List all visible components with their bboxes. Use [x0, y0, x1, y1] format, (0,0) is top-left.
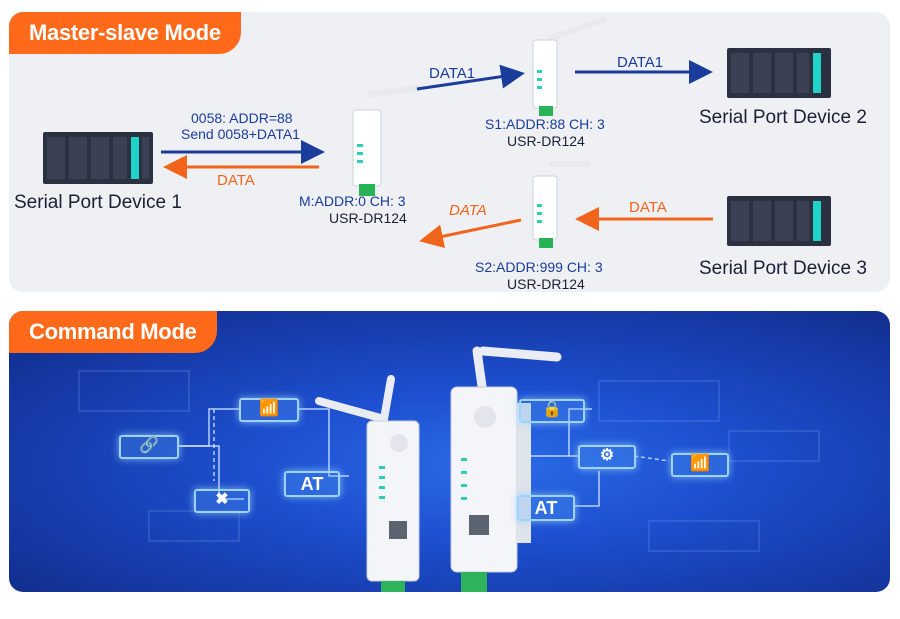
command-mode-graphics	[78, 346, 820, 592]
right-module	[450, 346, 562, 592]
s2-address-label: S2:ADDR:999 CH: 3	[475, 259, 603, 275]
data-s2-label: DATA	[449, 202, 487, 219]
s1-address-label: S1:ADDR:88 CH: 3	[485, 116, 605, 132]
s2-module	[532, 161, 590, 248]
data-device3-label: DATA	[629, 199, 667, 216]
at-box-right: AT	[517, 495, 575, 521]
s2-model-label: USR-DR124	[507, 276, 585, 292]
device2-label: Serial Port Device 2	[699, 107, 867, 128]
data-return-label: DATA	[217, 172, 255, 189]
data1-up-label: DATA1	[429, 65, 476, 82]
master-slave-panel: Master-slave Mode	[9, 12, 890, 292]
command-mode-title: Command Mode	[9, 311, 217, 353]
lock-icon: 🔒	[542, 401, 562, 418]
master-module	[352, 84, 423, 196]
command-mode-panel: Command Mode	[9, 311, 890, 592]
tools-icon: ✖	[215, 491, 229, 508]
master-slave-title: Master-slave Mode	[9, 12, 241, 54]
gear-box: ⚙	[578, 445, 636, 469]
cmd-line-2: Send 0058+DATA1	[181, 126, 300, 142]
serial-device-3	[727, 196, 831, 246]
serial-device-2	[727, 48, 831, 98]
master-model-label: USR-DR124	[329, 210, 407, 226]
device3-label: Serial Port Device 3	[699, 258, 867, 279]
wifi-icon: 📶	[690, 455, 710, 472]
serial-device-1	[43, 132, 153, 184]
lock-box: 🔒	[519, 399, 585, 423]
tools-box: ✖	[194, 489, 250, 513]
link-box: 🔗	[119, 435, 179, 459]
cmd-line-1: 0058: ADDR=88	[191, 110, 293, 126]
s1-module	[532, 17, 606, 116]
arrow-data-s2-to-master	[419, 218, 522, 249]
link-icon: 🔗	[139, 437, 159, 454]
at-box-left: AT	[284, 471, 340, 497]
master-address-label: M:ADDR:0 CH: 3	[299, 193, 406, 209]
wifi-box-left: 📶	[239, 398, 299, 422]
gear-icon: ⚙	[599, 447, 615, 464]
data1-right-label: DATA1	[617, 54, 664, 71]
wifi-box-right: 📶	[671, 453, 729, 477]
wifi-icon: 📶	[259, 400, 279, 417]
s1-model-label: USR-DR124	[507, 133, 585, 149]
master-slave-graphics	[43, 17, 831, 249]
left-module	[315, 375, 420, 592]
arrow-data1-to-s1	[416, 64, 525, 91]
device1-label: Serial Port Device 1	[14, 192, 182, 213]
